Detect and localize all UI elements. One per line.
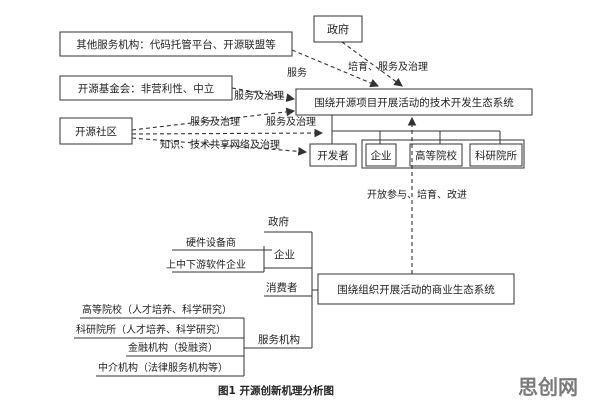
institute-label: 科研院所 [475, 149, 517, 162]
gov-flow-label: 培育、服务及治理 [348, 60, 428, 73]
university-box: 高等院校 [409, 143, 463, 167]
foundation-to-ecosystem-arrow [231, 87, 296, 102]
agency-label: 中介机构（法律服务机构等） [98, 361, 228, 374]
inst-research-label: 科研院所（人才培养、科学研究） [76, 323, 226, 336]
enterprise-label: 企业 [371, 149, 392, 162]
community-flow-label-2: 服务及治理 [266, 115, 316, 128]
consumer-label: 消费者 [266, 281, 298, 294]
flow-arrows [131, 41, 417, 274]
foundation-box: 开源基金会：非营利性、中立 [59, 75, 233, 101]
tech-ecosystem-tree [331, 115, 525, 169]
community-label: 开源社区 [75, 125, 117, 138]
community-box: 开源社区 [59, 117, 133, 145]
univ-research-label: 高等院校（人才培养、科学研究） [82, 303, 232, 316]
figure-caption: 图1 开源创新机理分析图 [218, 384, 334, 397]
hardware-label: 硬件设备商 [186, 236, 236, 249]
tech-ecosystem-box: 围绕开源项目开展活动的技术开发生态系统 [295, 88, 533, 116]
community-flow-label-3: 知识、技术共享网络及治理 [160, 138, 280, 151]
business-ecosystem-box: 围绕组织开展活动的商业生态系统 [317, 273, 515, 305]
gov-to-ecosystem-arrow [341, 41, 403, 87]
finance-label: 金融机构（投融资） [128, 341, 218, 354]
tech-ecosystem-label: 围绕开源项目开展活动的技术开发生态系统 [314, 96, 514, 109]
community-to-developer-arrow [131, 137, 308, 156]
open-participation-label: 开放参与、培育、改进 [367, 188, 467, 201]
foundation-flow-label: 服务及治理 [234, 89, 284, 102]
government-box-label: 政府 [327, 22, 349, 36]
watermark-logo: 思创网 [518, 375, 578, 399]
community-flow-label-1: 服务及治理 [190, 115, 240, 128]
business-ecosystem-tree [74, 231, 318, 377]
services-to-ecosystem-arrow [291, 49, 380, 88]
foundation-label: 开源基金会：非营利性、中立 [78, 82, 215, 95]
other-services-label: 其他服务机构：代码托管平台、开源联盟等 [76, 38, 276, 51]
service-org-label: 服务机构 [258, 333, 300, 346]
other-services-box: 其他服务机构：代码托管平台、开源联盟等 [59, 31, 293, 57]
bottom-enterprise-label: 企业 [274, 248, 295, 261]
institute-box: 科研院所 [469, 143, 523, 167]
service-flow-label: 服务 [287, 66, 307, 79]
community-to-members-arrow [131, 128, 324, 138]
bottom-gov-label: 政府 [268, 215, 289, 228]
business-ecosystem-label: 围绕组织开展活动的商业生态系统 [337, 283, 495, 296]
university-label: 高等院校 [415, 149, 457, 162]
government-box: 政府 [313, 15, 363, 43]
developer-box: 开发者 [309, 143, 357, 167]
software-label: 上中下游软件企业 [166, 258, 246, 271]
developer-label: 开发者 [317, 149, 349, 162]
community-to-ecosystem-arrow [131, 107, 296, 131]
enterprise-box: 企业 [365, 143, 397, 167]
